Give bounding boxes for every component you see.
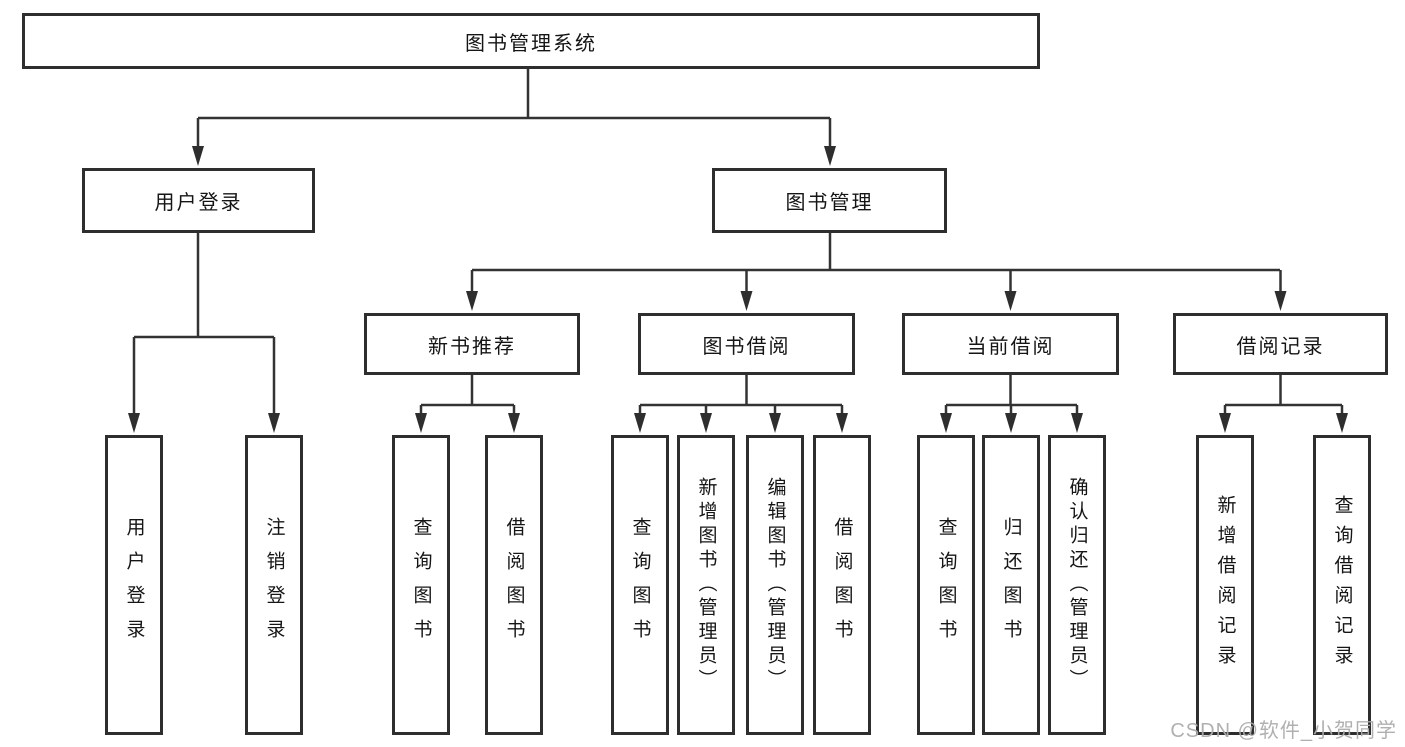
leaf-return-books: 归还图书 [982, 435, 1040, 735]
node-borrowing-records: 借阅记录 [1173, 313, 1388, 375]
node-current-borrowing: 当前借阅 [902, 313, 1119, 375]
leaf-add-books-admin: 新增图书（管理员） [677, 435, 735, 735]
leaf-logout: 注销登录 [245, 435, 303, 735]
leaf-user-login: 用户登录 [105, 435, 163, 735]
csdn-watermark: CSDN @软件_小贺同学 [1170, 720, 1397, 742]
leaf-add-borrow-record: 新增借阅记录 [1196, 435, 1254, 735]
leaf-query-borrow-record: 查询借阅记录 [1313, 435, 1371, 735]
leaf-edit-books-admin: 编辑图书（管理员） [746, 435, 804, 735]
arrowhead-icons [128, 146, 1348, 433]
node-user-login: 用户登录 [82, 168, 315, 233]
node-new-book-recommendation: 新书推荐 [364, 313, 580, 375]
leaf-query-books-current: 查询图书 [917, 435, 975, 735]
node-library-management-system: 图书管理系统 [22, 13, 1040, 69]
node-book-borrowing: 图书借阅 [638, 313, 855, 375]
leaf-borrow-books-recommend: 借阅图书 [485, 435, 543, 735]
leaf-borrow-books: 借阅图书 [813, 435, 871, 735]
leaf-query-books-recommend: 查询图书 [392, 435, 450, 735]
node-book-management: 图书管理 [712, 168, 947, 233]
leaf-confirm-return-admin: 确认归还（管理员） [1048, 435, 1106, 735]
leaf-query-books-borrowing: 查询图书 [611, 435, 669, 735]
